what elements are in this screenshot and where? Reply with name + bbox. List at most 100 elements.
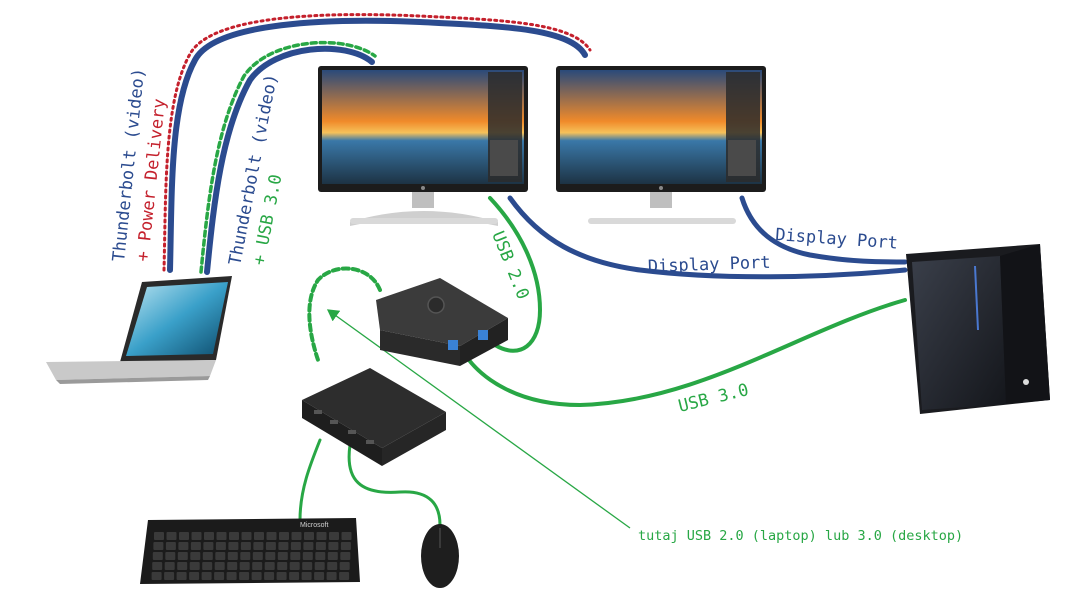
keyboard-key [240, 542, 251, 550]
monitor-right [556, 66, 766, 224]
keyboard-key [216, 532, 227, 540]
keyboard-key [315, 552, 326, 560]
keyboard-key [326, 572, 337, 580]
keyboard-key [302, 552, 313, 560]
keyboard-key [328, 542, 339, 550]
keyboard-key [265, 552, 276, 560]
keyboard-key [189, 572, 200, 580]
keyboard-key [314, 572, 325, 580]
keyboard-key [315, 542, 326, 550]
keyboard-key [228, 542, 239, 550]
cable-usb3-pc [460, 298, 907, 408]
monitor-left [318, 66, 528, 226]
keyboard-key [266, 532, 277, 540]
keyboard-key [278, 542, 289, 550]
keyboard-key [314, 562, 325, 570]
keyboard-key [327, 562, 338, 570]
keyboard-key [265, 542, 276, 550]
keyboard-key [264, 562, 275, 570]
keyboard-key [164, 562, 175, 570]
keyboard-key [327, 552, 338, 560]
label-displayport-left: Display Port [647, 253, 770, 277]
cable-hub-mouse [347, 443, 442, 527]
cable-power-delivery-dots [162, 13, 592, 272]
keyboard-icon: Microsoft [140, 518, 360, 584]
keyboard-key [339, 572, 350, 580]
annotation-note: tutaj USB 2.0 (laptop) lub 3.0 (desktop) [638, 528, 963, 544]
keyboard-key [279, 532, 289, 540]
label-usb20: USB 2.0 [487, 228, 532, 302]
keyboard-key [202, 552, 213, 560]
keyboard-key [153, 542, 164, 550]
keyboard-key [329, 532, 339, 540]
keyboard-key [254, 532, 264, 540]
keyboard-key [152, 552, 163, 560]
cable-thunderbolt-pd [167, 17, 588, 273]
pc-tower-icon [906, 244, 1050, 414]
keyboard-key [154, 532, 164, 540]
keyboard-key [290, 552, 301, 560]
note-arrow [326, 309, 631, 529]
mouse-icon [421, 524, 459, 588]
keyboard-key [214, 572, 225, 580]
keyboard-key [339, 562, 350, 570]
keyboard-key [214, 562, 225, 570]
keyboard-key [202, 562, 213, 570]
keyboard-key [241, 532, 252, 540]
keyboard-key [178, 542, 189, 550]
keyboard-key [252, 552, 263, 560]
keyboard-brand: Microsoft [300, 522, 328, 529]
keyboard-key [301, 572, 312, 580]
keyboard-key [165, 552, 176, 560]
keyboard-key [204, 532, 214, 540]
keyboard-key [215, 552, 226, 560]
keyboard-key [239, 572, 250, 580]
keyboard-key [189, 562, 200, 570]
cable-usb2 [488, 196, 543, 353]
keyboard-key [340, 552, 351, 560]
keyboard-key [179, 532, 189, 540]
cable-hub-keyboard [298, 438, 322, 522]
keyboard-key [341, 532, 352, 540]
keyboard-key [276, 572, 287, 580]
keyboard-key [177, 562, 188, 570]
keyboard-key [277, 562, 288, 570]
keyboard-key [289, 562, 300, 570]
keyboard-key [226, 572, 237, 580]
keyboard-key [316, 532, 327, 540]
keyboard-key [229, 532, 239, 540]
keyboard-key [190, 552, 201, 560]
keyboard-key [203, 542, 214, 550]
keyboard-key [303, 542, 314, 550]
keyboard-key [152, 562, 163, 570]
labels: Thunderbolt (video) + Power Delivery Thu… [109, 67, 963, 544]
cable-displayport-left [507, 195, 908, 280]
keyboard-key [289, 572, 300, 580]
keyboard-key [177, 552, 188, 560]
keyboard-key [264, 572, 275, 580]
keyboard-key [191, 532, 202, 540]
keyboard-key [164, 572, 175, 580]
keyboard-key [201, 572, 212, 580]
keyboard-key [165, 542, 176, 550]
keyboard-key [252, 562, 263, 570]
keyboard-key [291, 532, 302, 540]
keyboard-key [190, 542, 201, 550]
usb-switch-icon [376, 278, 508, 366]
keyboard-key [290, 542, 301, 550]
cables [162, 13, 908, 529]
keyboard-key [215, 542, 226, 550]
keyboard-key [304, 532, 314, 540]
keyboard-key [302, 562, 313, 570]
cable-displayport-right [739, 195, 908, 265]
keyboard-key [166, 532, 177, 540]
keyboard-key [176, 572, 187, 580]
laptop-icon [46, 276, 232, 384]
keyboard-key [253, 542, 264, 550]
keyboard-key [227, 562, 238, 570]
keyboard-key [239, 562, 250, 570]
keyboard-key [151, 572, 162, 580]
cable-thunderbolt-usb [204, 45, 375, 275]
keyboard-key [340, 542, 351, 550]
